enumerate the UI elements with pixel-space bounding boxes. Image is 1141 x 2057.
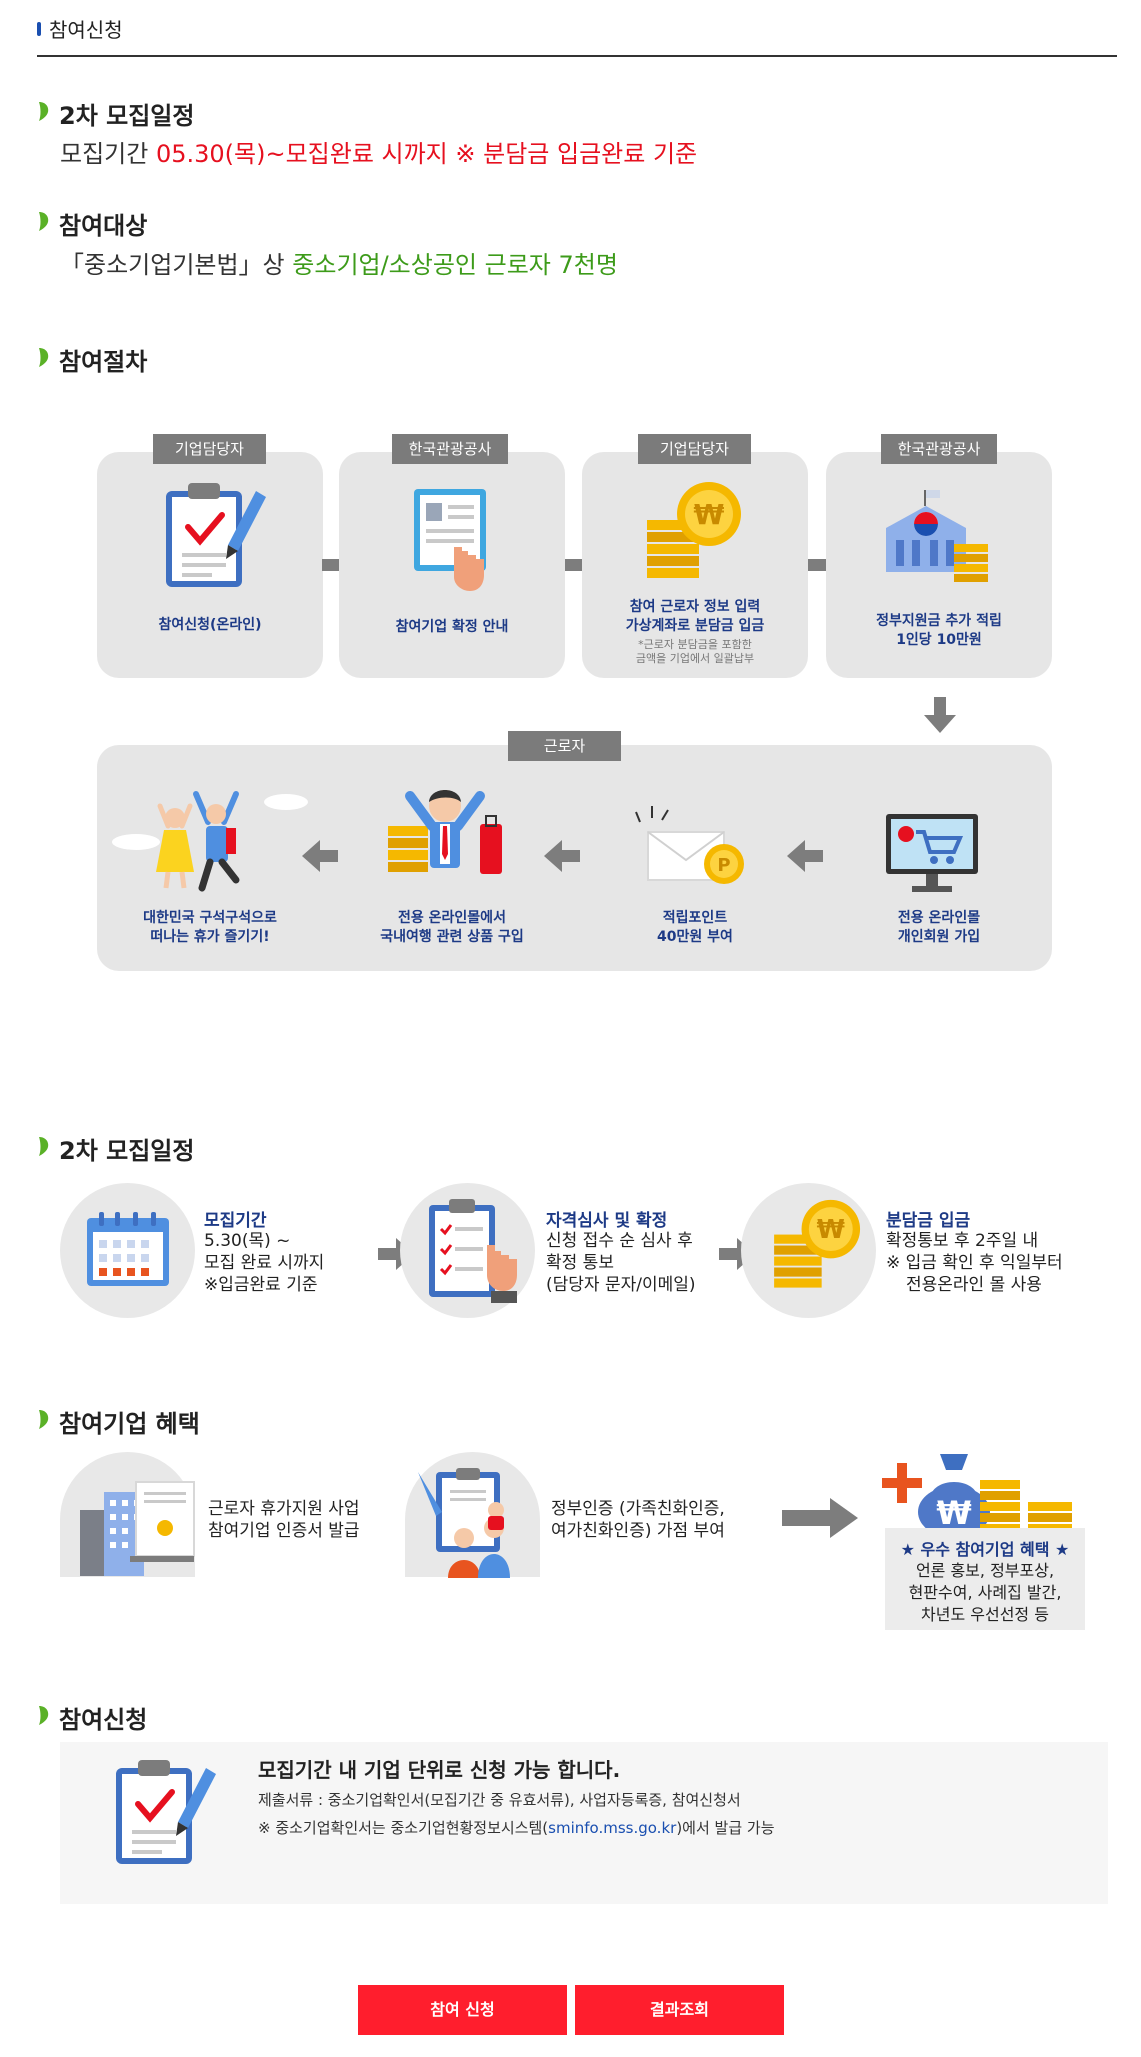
apply-heading: 참여신청 (37, 1700, 437, 1736)
government-building-icon (886, 490, 988, 582)
arrow-down-icon (920, 695, 960, 735)
benefit-box-title: ★ 우수 참여기업 혜택 ★ (900, 1540, 1070, 1559)
leaf-icon (37, 100, 49, 122)
envelope-point-icon: P (635, 806, 744, 884)
certificate-building-icon (80, 1481, 195, 1576)
benefit-highlight-box: ★ 우수 참여기업 혜택 ★ 언론 홍보, 정부포상, 현판수여, 사례집 발간… (885, 1528, 1085, 1630)
role-tag-kto: 한국관광공사 (881, 434, 997, 464)
worker-step-4-label-2: 떠나는 휴가 즐기기! (150, 929, 270, 945)
apply-note: ※ 중소기업확인서는 중소기업현황정보시스템(sminfo.mss.go.kr)… (258, 1819, 775, 1837)
schedule-2-title: 자격심사 및 확정 (546, 1211, 668, 1231)
schedule-2-line-3: (담당자 문자/이메일) (546, 1275, 696, 1295)
benefits-heading: 참여기업 혜택 (37, 1404, 437, 1440)
schedule-2-line-1: 신청 접수 순 심사 후 (546, 1231, 693, 1251)
travelers-jumping-icon (112, 791, 308, 892)
role-tag-company: 기업담당자 (153, 434, 266, 464)
apply-button[interactable]: 참여 신청 (358, 1985, 567, 2035)
step-2-label: 참여기업 확정 안내 (395, 619, 509, 635)
schedule-2-line-2: 확정 통보 (546, 1253, 614, 1273)
arrow-left-icon (542, 836, 582, 876)
family-certificate-icon (418, 1468, 510, 1578)
clipboard-check-icon (166, 483, 266, 587)
step-3-note-1: *근로자 분담금을 포함한 (638, 638, 752, 651)
monitor-cart-icon (886, 814, 978, 892)
leaf-icon (37, 210, 49, 232)
checklist-icon (429, 1199, 517, 1303)
leaf-icon (37, 1704, 49, 1726)
worker-step-1-label-1: 전용 온라인몰 (897, 910, 981, 926)
step-3-label-1: 참여 근로자 정보 입력 (629, 599, 761, 615)
leaf-icon (37, 346, 49, 368)
svg-text:₩: ₩ (936, 1494, 971, 1532)
worker-step-3-label-1: 전용 온라인몰에서 (398, 910, 506, 926)
worker-step-2-label-1: 적립포인트 (662, 910, 728, 926)
schedule-3-title: 분담금 입금 (886, 1211, 971, 1231)
happy-traveler-icon (388, 790, 502, 874)
recruit-heading: 2차 모집일정 (37, 96, 437, 132)
tablet-document-icon (414, 489, 486, 591)
step-4-label-2: 1인당 10만원 (896, 632, 982, 648)
worker-step-2-label-2: 40만원 부여 (657, 929, 733, 945)
step-3-note-2: 금액을 기업에서 일괄납부 (635, 652, 755, 665)
apply-info-panel (60, 1742, 1108, 1904)
sminfo-link[interactable]: sminfo.mss.go.kr (548, 1819, 677, 1837)
step-1-label: 참여신청(온라인) (158, 617, 262, 633)
recruit-period: 모집기간 05.30(목)~모집완료 시까지 ※ 분담금 입금완료 기준 (60, 140, 698, 168)
schedule-1-line-1: 5.30(목) ~ (204, 1231, 291, 1251)
schedule-1-title: 모집기간 (204, 1211, 267, 1231)
worker-step-3-label-2: 국내여행 관련 상품 구입 (380, 929, 524, 945)
step-4-label-1: 정부지원금 추가 적립 (876, 613, 1002, 629)
role-tag-company: 기업담당자 (638, 434, 751, 464)
schedule-1-line-2: 모집 완료 시까지 (204, 1253, 325, 1273)
svg-text:₩: ₩ (817, 1215, 845, 1245)
benefit-box-line-2: 현판수여, 사례집 발간, (908, 1583, 1062, 1602)
schedule-1-line-3: ※입금완료 기준 (204, 1275, 318, 1295)
leaf-icon (37, 1135, 49, 1157)
worker-step-4-label-1: 대한민국 구석구석으로 (143, 910, 277, 926)
svg-text:₩: ₩ (694, 498, 725, 531)
benefit-2-line-1: 정부인증 (가족친화인증, (551, 1499, 725, 1519)
schedule-3-line-3: 전용온라인 몰 사용 (906, 1275, 1042, 1295)
benefit-1-line-2: 참여기업 인증서 발급 (208, 1521, 360, 1541)
won-coins-icon: ₩ (647, 482, 741, 578)
target-description: 「중소기업기본법」상 중소기업/소상공인 근로자 7천명 (60, 251, 618, 279)
result-lookup-button[interactable]: 결과조회 (575, 1985, 784, 2035)
arrow-left-icon (785, 836, 825, 876)
schedule-heading: 2차 모집일정 (37, 1131, 437, 1167)
benefit-box-line-3: 차년도 우선선정 등 (921, 1605, 1049, 1624)
apply-main-text: 모집기간 내 기업 단위로 신청 가능 합니다. (258, 1758, 621, 1782)
clipboard-check-icon (116, 1760, 216, 1864)
arrow-right-icon (782, 1498, 858, 1538)
role-tag-kto: 한국관광공사 (392, 434, 508, 464)
benefit-box-line-1: 언론 홍보, 정부포상, (915, 1561, 1055, 1580)
worker-step-1-label-2: 개인회원 가입 (897, 929, 981, 945)
page-title: 참여신청 (49, 18, 123, 42)
title-marker (37, 22, 41, 36)
page-header: 참여신청 (37, 12, 1117, 57)
procedure-heading: 참여절차 (37, 342, 437, 378)
schedule-3-line-1: 확정통보 후 2주일 내 (886, 1231, 1039, 1251)
benefit-2-line-2: 여가친화인증) 가점 부여 (551, 1521, 725, 1541)
money-bag-icon: ₩ (882, 1454, 1072, 1538)
role-tag-worker: 근로자 (508, 731, 621, 761)
won-coins-icon: ₩ (774, 1199, 861, 1288)
step-3-label-2: 가상계좌로 분담금 입금 (625, 618, 765, 634)
benefit-1-line-1: 근로자 휴가지원 사업 (208, 1499, 360, 1519)
target-heading: 참여대상 (37, 206, 437, 242)
leaf-icon (37, 1408, 49, 1430)
calendar-icon (87, 1212, 169, 1286)
schedule-3-line-2: ※ 입금 확인 후 익일부터 (886, 1253, 1063, 1273)
apply-docs-text: 제출서류 : 중소기업확인서(모집기간 중 유효서류), 사업자등록증, 참여신… (258, 1791, 741, 1809)
svg-text:P: P (717, 855, 730, 876)
